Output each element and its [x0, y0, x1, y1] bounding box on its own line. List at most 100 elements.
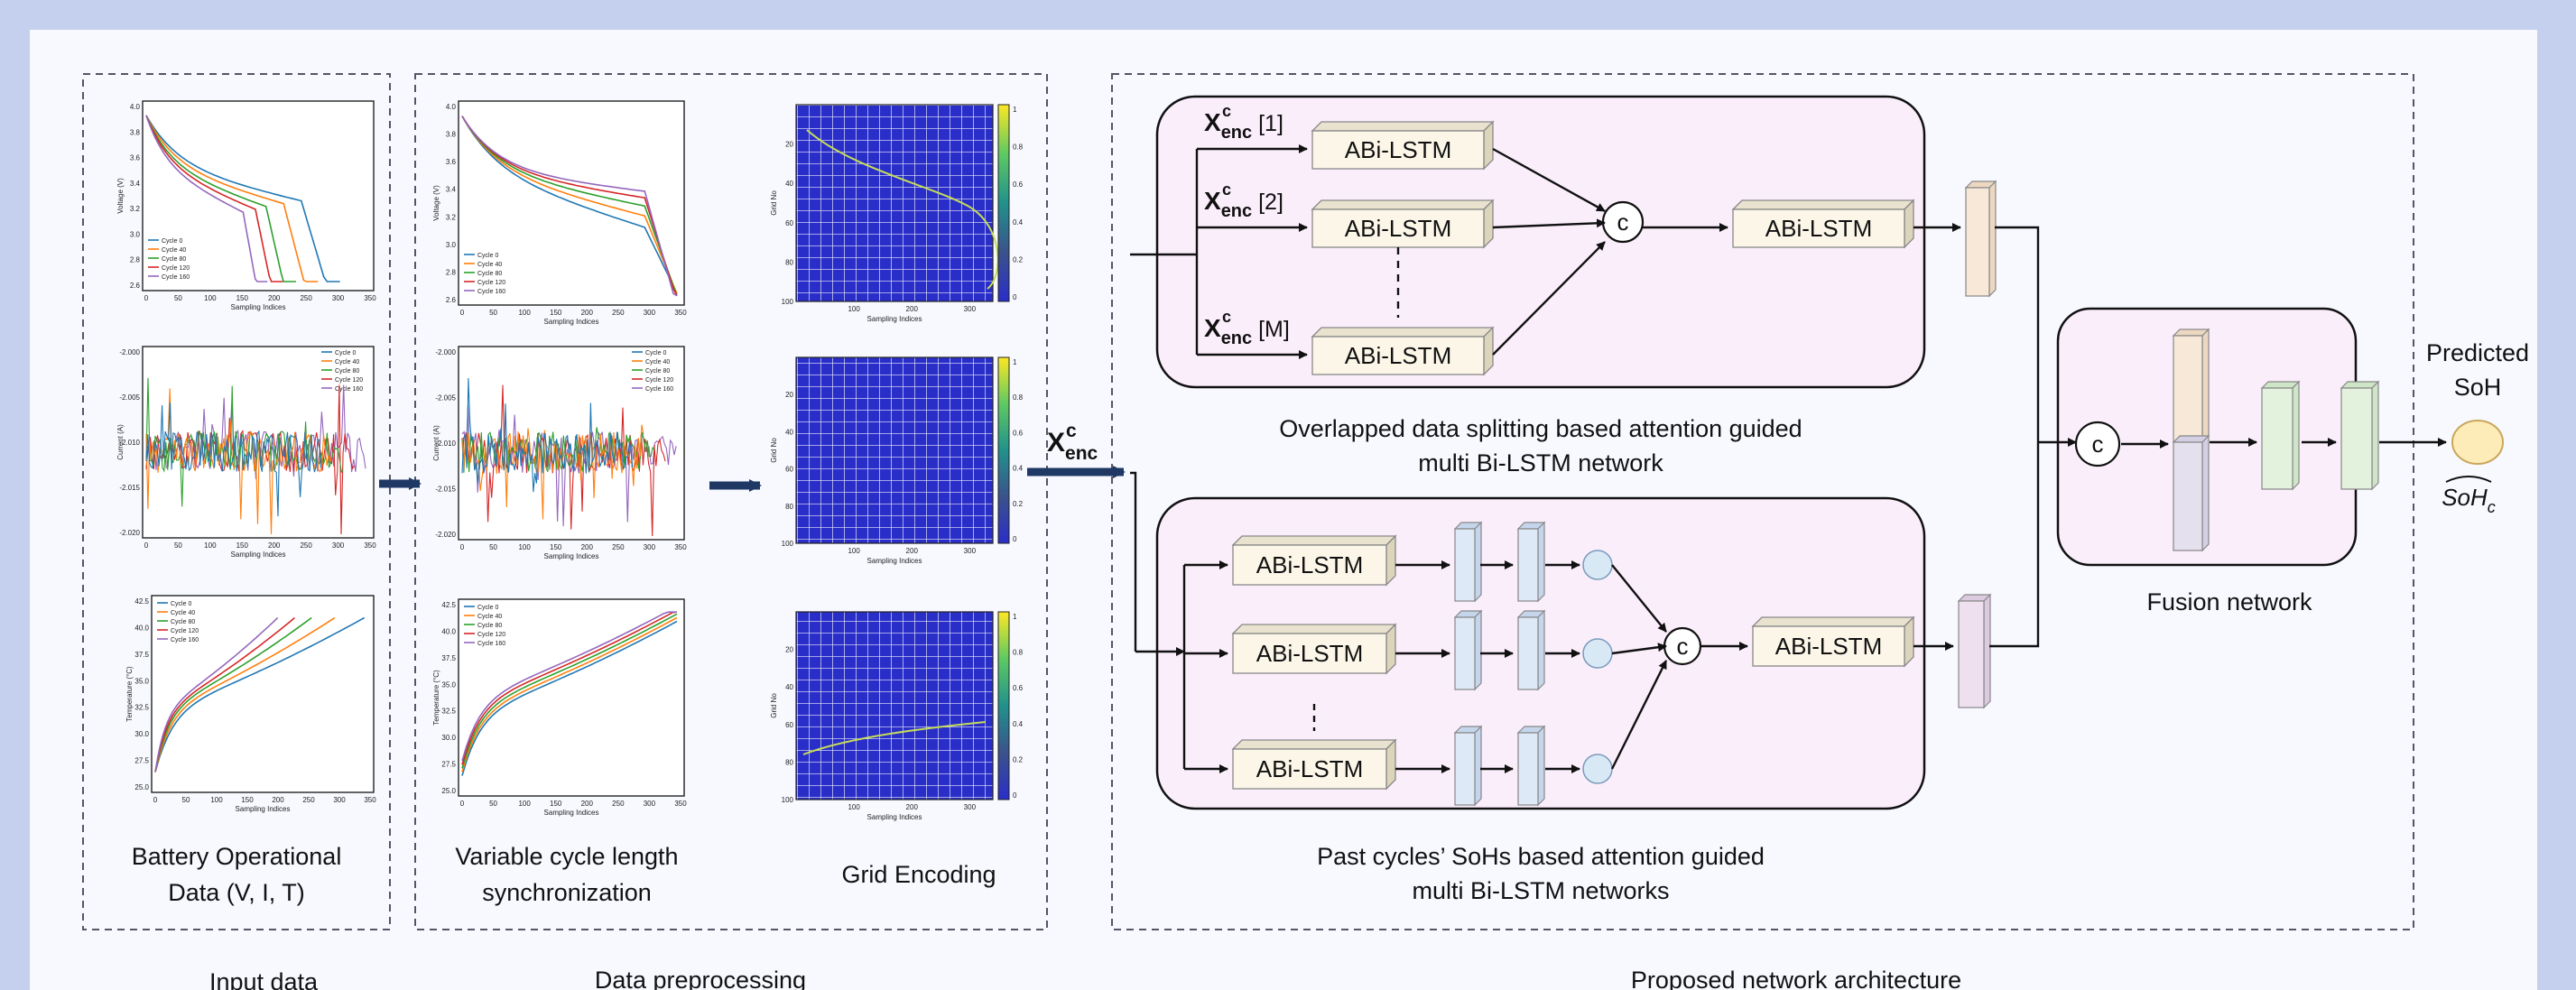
x-tick-label: 50	[489, 800, 497, 808]
x-tick-label: 350	[674, 800, 687, 808]
output-label-2: SoH	[2454, 374, 2502, 401]
vector-side	[1537, 609, 1545, 691]
bottom-network-label-2: multi Bi-LSTM networks	[1412, 877, 1669, 904]
output-label-1: Predicted	[2426, 339, 2529, 366]
x-tick-label: 0	[153, 796, 158, 804]
vector-front	[2173, 441, 2203, 551]
colorbar-tick: 0	[1013, 535, 1017, 543]
x-axis-label: Sampling Indices	[867, 315, 922, 323]
y-tick-label: 4.0	[446, 103, 457, 111]
block-front-face	[1311, 336, 1485, 375]
y-axis-label: Grid No	[770, 438, 778, 463]
voltage-series	[145, 115, 268, 282]
y-axis-label: Current (A)	[432, 425, 440, 461]
y-axis-label: Current (A)	[116, 424, 125, 460]
x-tick-label: 100	[210, 796, 223, 804]
temperature-series	[154, 616, 336, 773]
feature-vector	[1516, 725, 1546, 807]
x-enc-label: Xenc [2]	[1204, 187, 1283, 221]
x-tick-label: 0	[460, 309, 465, 317]
top-network-label-1: Overlapped data splitting based attentio…	[1279, 415, 1802, 442]
legend-entry: Cycle 120	[335, 377, 363, 384]
feature-vector	[1516, 609, 1546, 691]
feature-vector	[1516, 521, 1546, 603]
x-tick-label: 100	[518, 800, 531, 808]
block-top-face	[1751, 616, 1915, 627]
y-axis-label: Grid No	[770, 190, 778, 216]
predicted-soh-node	[2451, 420, 2504, 465]
block-front-face	[1232, 748, 1387, 790]
y-tick-label: 40	[785, 683, 793, 691]
y-tick-label: 3.8	[130, 128, 141, 136]
colorbar-tick: 0.6	[1013, 180, 1024, 189]
x-enc-input-sup: c	[1066, 421, 1077, 441]
legend-entry: Cycle 40	[477, 614, 502, 620]
vector-side	[1537, 521, 1545, 603]
legend-entry: Cycle 40	[162, 247, 186, 254]
x-tick-label: 0	[460, 543, 465, 551]
y-tick-label: 3.4	[130, 180, 141, 188]
vector-side	[1983, 593, 1991, 709]
voltage-series	[461, 116, 678, 297]
x-tick-label: 150	[236, 541, 249, 550]
y-tick-label: 32.5	[134, 704, 149, 712]
x-axis-label: Sampling Indices	[231, 303, 286, 311]
vector-side	[1474, 609, 1482, 691]
y-tick-label: 42.5	[441, 601, 456, 609]
y-tick-label: 35.0	[441, 680, 456, 689]
block-top-face	[1311, 327, 1495, 338]
block-front-face	[1311, 208, 1485, 248]
feature-vector	[2260, 380, 2301, 491]
feature-vector	[1453, 609, 1483, 691]
colorbar-tick: 1	[1013, 358, 1017, 366]
attention-node	[1582, 550, 1613, 580]
vector-side	[1474, 725, 1482, 807]
x-tick-label: 150	[236, 294, 249, 302]
abilstm-label: ABi-LSTM	[1256, 640, 1363, 667]
y-tick-label: -2.015	[119, 484, 140, 492]
y-tick-label: 35.0	[134, 677, 149, 685]
predicted-soh-hat	[2445, 476, 2492, 483]
sync-label-2: synchronization	[482, 879, 652, 906]
abilstm-label: ABi-LSTM	[1765, 215, 1872, 242]
to-concat-arrow	[1492, 241, 1606, 356]
y-tick-label: 32.5	[441, 708, 456, 716]
x-tick-label: 50	[182, 796, 190, 804]
x-enc-sub: enc	[1221, 201, 1252, 221]
y-tick-label: 60	[785, 466, 793, 474]
y-tick-label: -2.000	[435, 348, 456, 356]
input-box-label-2: Data (V, I, T)	[168, 879, 305, 906]
x-tick-label: 0	[460, 800, 465, 808]
legend-entry: Cycle 160	[171, 637, 199, 643]
colorbar-tick: 0.2	[1013, 255, 1024, 264]
vector-front	[1454, 528, 1476, 602]
plot-frame	[151, 595, 375, 793]
to-concat-arrow	[1611, 564, 1667, 633]
abilstm-label: ABi-LSTM	[1345, 136, 1451, 163]
abilstm-block: ABi-LSTM	[1731, 199, 1915, 249]
x-axis-label: Sampling Indices	[231, 551, 286, 559]
x-tick-label: 100	[518, 543, 531, 551]
heatmap-cells	[795, 104, 994, 302]
split-index: [2]	[1252, 190, 1283, 215]
concat-label: c	[1677, 633, 1689, 660]
x-tick-label: 250	[302, 796, 315, 804]
concat-label: c	[2092, 430, 2104, 458]
y-tick-label: 25.0	[134, 783, 149, 791]
legend-entry: Cycle 160	[477, 289, 505, 295]
temperature-series	[461, 611, 678, 765]
vector-side	[2292, 380, 2300, 491]
concat-node	[2074, 421, 2121, 467]
x-tick-label: 100	[848, 547, 860, 555]
y-tick-label: 60	[785, 219, 793, 227]
legend-entry: Cycle 80	[477, 271, 502, 277]
legend-entry: Cycle 80	[162, 256, 186, 263]
to-concat-arrow	[1610, 660, 1668, 770]
heatmap-cells	[795, 611, 994, 800]
x-tick-label: 150	[241, 796, 254, 804]
y-tick-label: -2.015	[435, 486, 456, 494]
abilstm-block: ABi-LSTM	[1231, 738, 1397, 791]
colorbar-tick: 0.8	[1013, 143, 1024, 152]
